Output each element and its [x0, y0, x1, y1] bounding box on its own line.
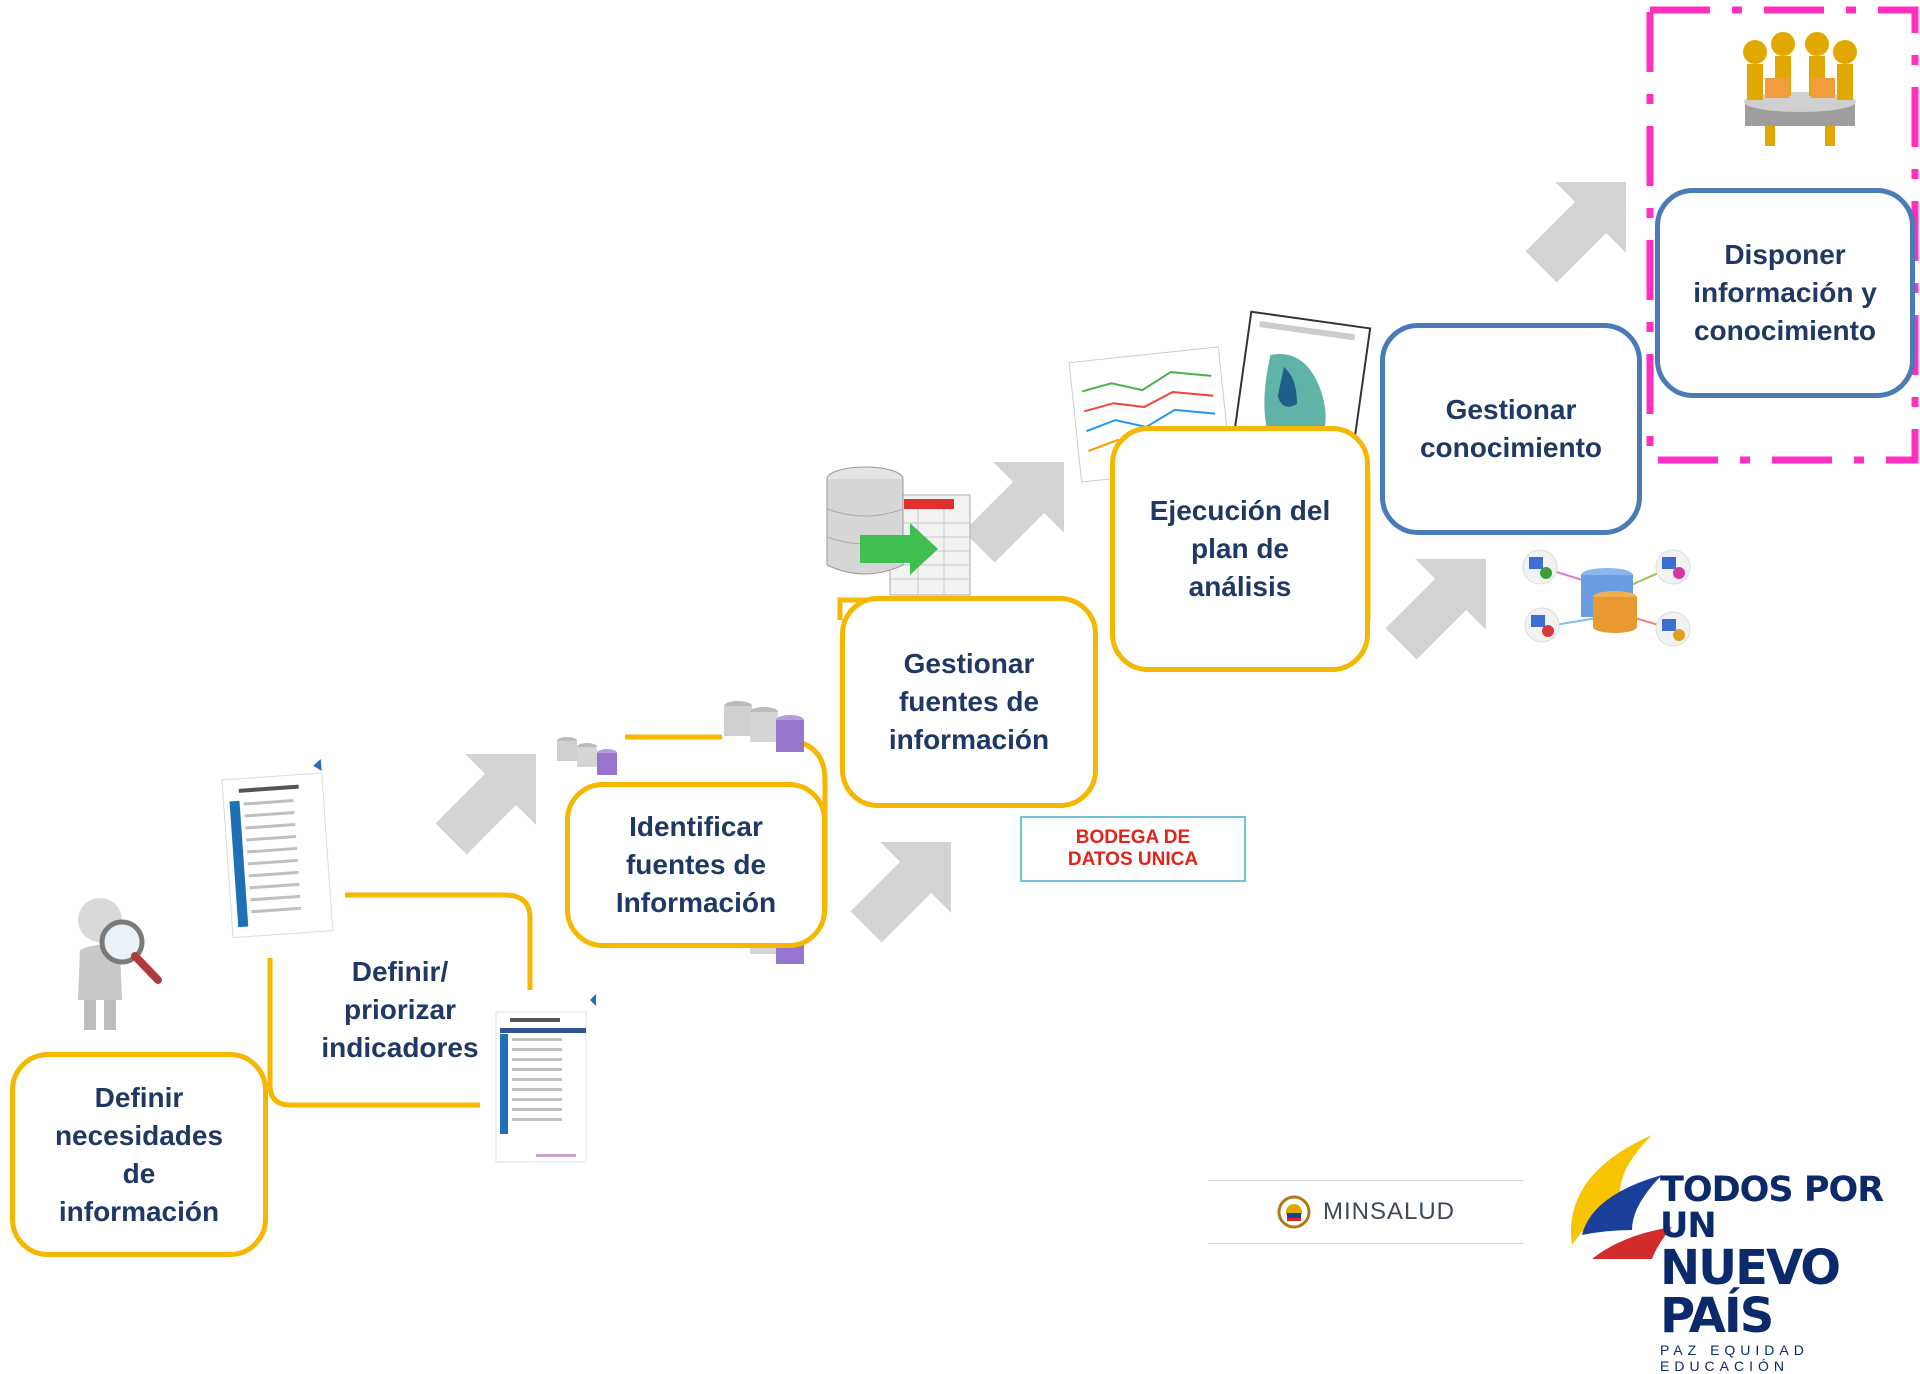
network-database-icon — [1522, 549, 1691, 647]
todos-por-un-nuevo-pais-logo: TODOS POR UN NUEVO PAÍS PAZ EQUIDAD EDUC… — [1660, 1172, 1908, 1374]
step-label: Definir/ priorizar indicadores — [321, 956, 479, 1063]
database-table-icon — [826, 466, 971, 596]
minsalud-seal-icon — [1277, 1195, 1311, 1229]
step-label: Gestionar fuentes de información — [888, 648, 1050, 755]
step-label: Gestionar conocimiento — [1419, 394, 1602, 463]
step-ejecucion-plan: Ejecución del plan de análisis — [1110, 426, 1370, 672]
meeting-people-icon — [1743, 32, 1857, 146]
step-definir-priorizar: Definir/ priorizar indicadores — [300, 935, 500, 1085]
step-disponer-informacion: Disponer información y conocimiento — [1655, 188, 1915, 398]
arrow-3-icon — [963, 462, 1064, 563]
bodega-line-2: DATOS UNICA — [1067, 849, 1199, 870]
database-stack-icon — [557, 737, 617, 775]
arrow-1-icon — [435, 754, 536, 855]
step-label: Identificar fuentes de Información — [615, 811, 777, 918]
step-identificar-fuentes: Identificar fuentes de Información — [565, 782, 827, 948]
tpn-line-2: NUEVO PAÍS — [1660, 1240, 1841, 1344]
highlight-frame — [1646, 6, 1919, 464]
step-label: Definir necesidades de información — [54, 1081, 224, 1227]
tpn-line-1: TODOS POR UN — [1660, 1170, 1884, 1246]
minsalud-logo: MINSALUD — [1208, 1180, 1524, 1244]
colombia-emblem-icon — [1571, 1135, 1672, 1259]
connector-1-2 — [267, 958, 480, 1108]
indicator-catalog-icon — [221, 759, 334, 939]
arrow-5-icon — [1525, 182, 1626, 283]
step-gestionar-conocimiento: Gestionar conocimiento — [1380, 323, 1642, 535]
minsalud-text: MINSALUD — [1322, 1198, 1456, 1225]
connector-2-top — [345, 892, 533, 990]
indicator-catalog-icon — [495, 994, 596, 1163]
step-gestionar-fuentes: Gestionar fuentes de información — [840, 596, 1098, 808]
tpn-line-3: PAZ EQUIDAD EDUCACIÓN — [1660, 1342, 1809, 1374]
arrow-2-icon — [850, 842, 951, 943]
magnifier-person-icon — [78, 898, 162, 1030]
step-label: Ejecución del plan de análisis — [1149, 495, 1331, 602]
database-stack-icon — [724, 701, 804, 752]
arrow-4-icon — [1385, 559, 1486, 660]
bodega-line-1: BODEGA DE — [1075, 827, 1191, 848]
bodega-datos-label: BODEGA DE DATOS UNICA — [1020, 816, 1246, 882]
process-diagram: Definir necesidades de información Defin… — [10, 6, 1919, 1374]
step-definir-necesidades: Definir necesidades de información — [10, 1052, 268, 1257]
step-label: Disponer información y conocimiento — [1693, 239, 1877, 346]
